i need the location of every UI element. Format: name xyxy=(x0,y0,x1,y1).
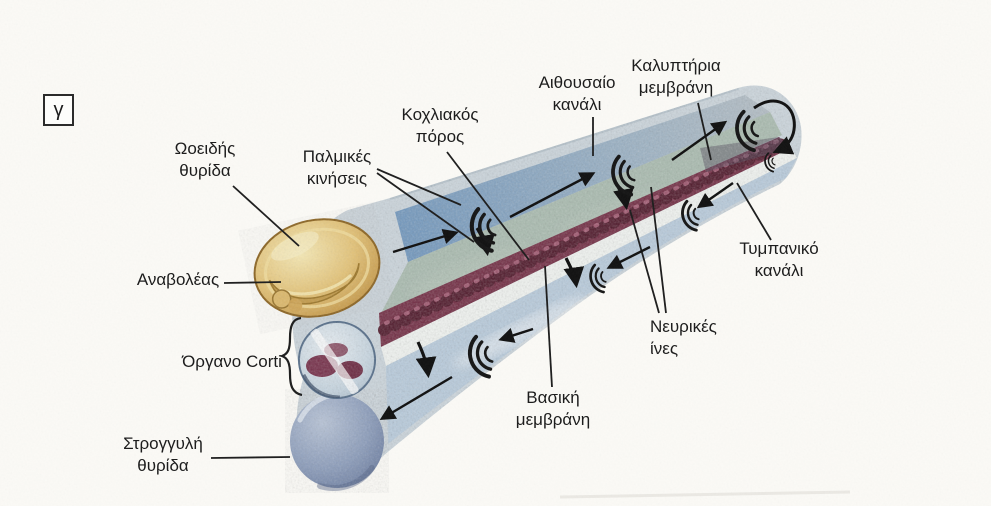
label-line: μεμβράνη xyxy=(638,78,714,97)
leader-round-window xyxy=(210,456,291,459)
organ-of-corti-cross-section xyxy=(298,321,376,399)
label-vestibular-canal: Αιθουσαίο κανάλι xyxy=(539,72,616,116)
label-line: Ωοειδής xyxy=(174,139,236,158)
label-line: κανάλι xyxy=(552,95,602,114)
leader-stapes xyxy=(223,281,282,284)
label-pulse-movements: Παλμικές κινήσεις xyxy=(303,146,371,190)
label-round-window: Στρογγυλή θυρίδα xyxy=(123,433,203,477)
label-nerve-fibers: Νευρικές ίνες xyxy=(650,316,717,360)
label-tectorial-membrane: Καλυπτήρια μεμβράνη xyxy=(631,55,721,99)
label-organ-of-corti: Όργανο Corti xyxy=(182,351,282,373)
scan-artifact xyxy=(559,490,851,499)
panel-letter-box: γ xyxy=(43,94,74,126)
label-line: Αναβολέας xyxy=(136,270,220,289)
label-line: Στρογγυλή xyxy=(123,434,203,453)
label-line: Κοχλιακός xyxy=(401,105,479,124)
label-line: Βασική xyxy=(526,388,580,407)
label-basilar-membrane: Βασική μεμβράνη xyxy=(516,387,590,431)
label-line: θυρίδα xyxy=(179,161,231,180)
label-line: κινήσεις xyxy=(306,169,368,188)
leader-oval-window xyxy=(232,185,300,247)
label-line: Παλμικές xyxy=(302,147,372,166)
label-line: Αιθουσαίο xyxy=(538,73,616,92)
label-line: πόρος xyxy=(415,127,465,146)
label-line: Όργανο Corti xyxy=(182,352,282,371)
label-line: Καλυπτήρια xyxy=(631,56,721,75)
label-oval-window: Ωοειδής θυρίδα xyxy=(175,138,236,182)
label-line: Νευρικές xyxy=(650,317,717,336)
panel-letter: γ xyxy=(53,98,64,121)
label-cochlear-duct: Κοχλιακός πόρος xyxy=(401,104,478,148)
label-line: ίνες xyxy=(650,339,679,358)
label-tympanic-canal: Τυμπανικό κανάλι xyxy=(739,238,818,282)
label-line: θυρίδα xyxy=(137,456,189,475)
label-line: μεμβράνη xyxy=(515,410,591,429)
label-stapes: Αναβολέας xyxy=(137,269,219,291)
label-line: Τυμπανικό xyxy=(739,239,819,258)
round-window-illustration xyxy=(290,392,384,491)
label-line: κανάλι xyxy=(754,261,804,280)
